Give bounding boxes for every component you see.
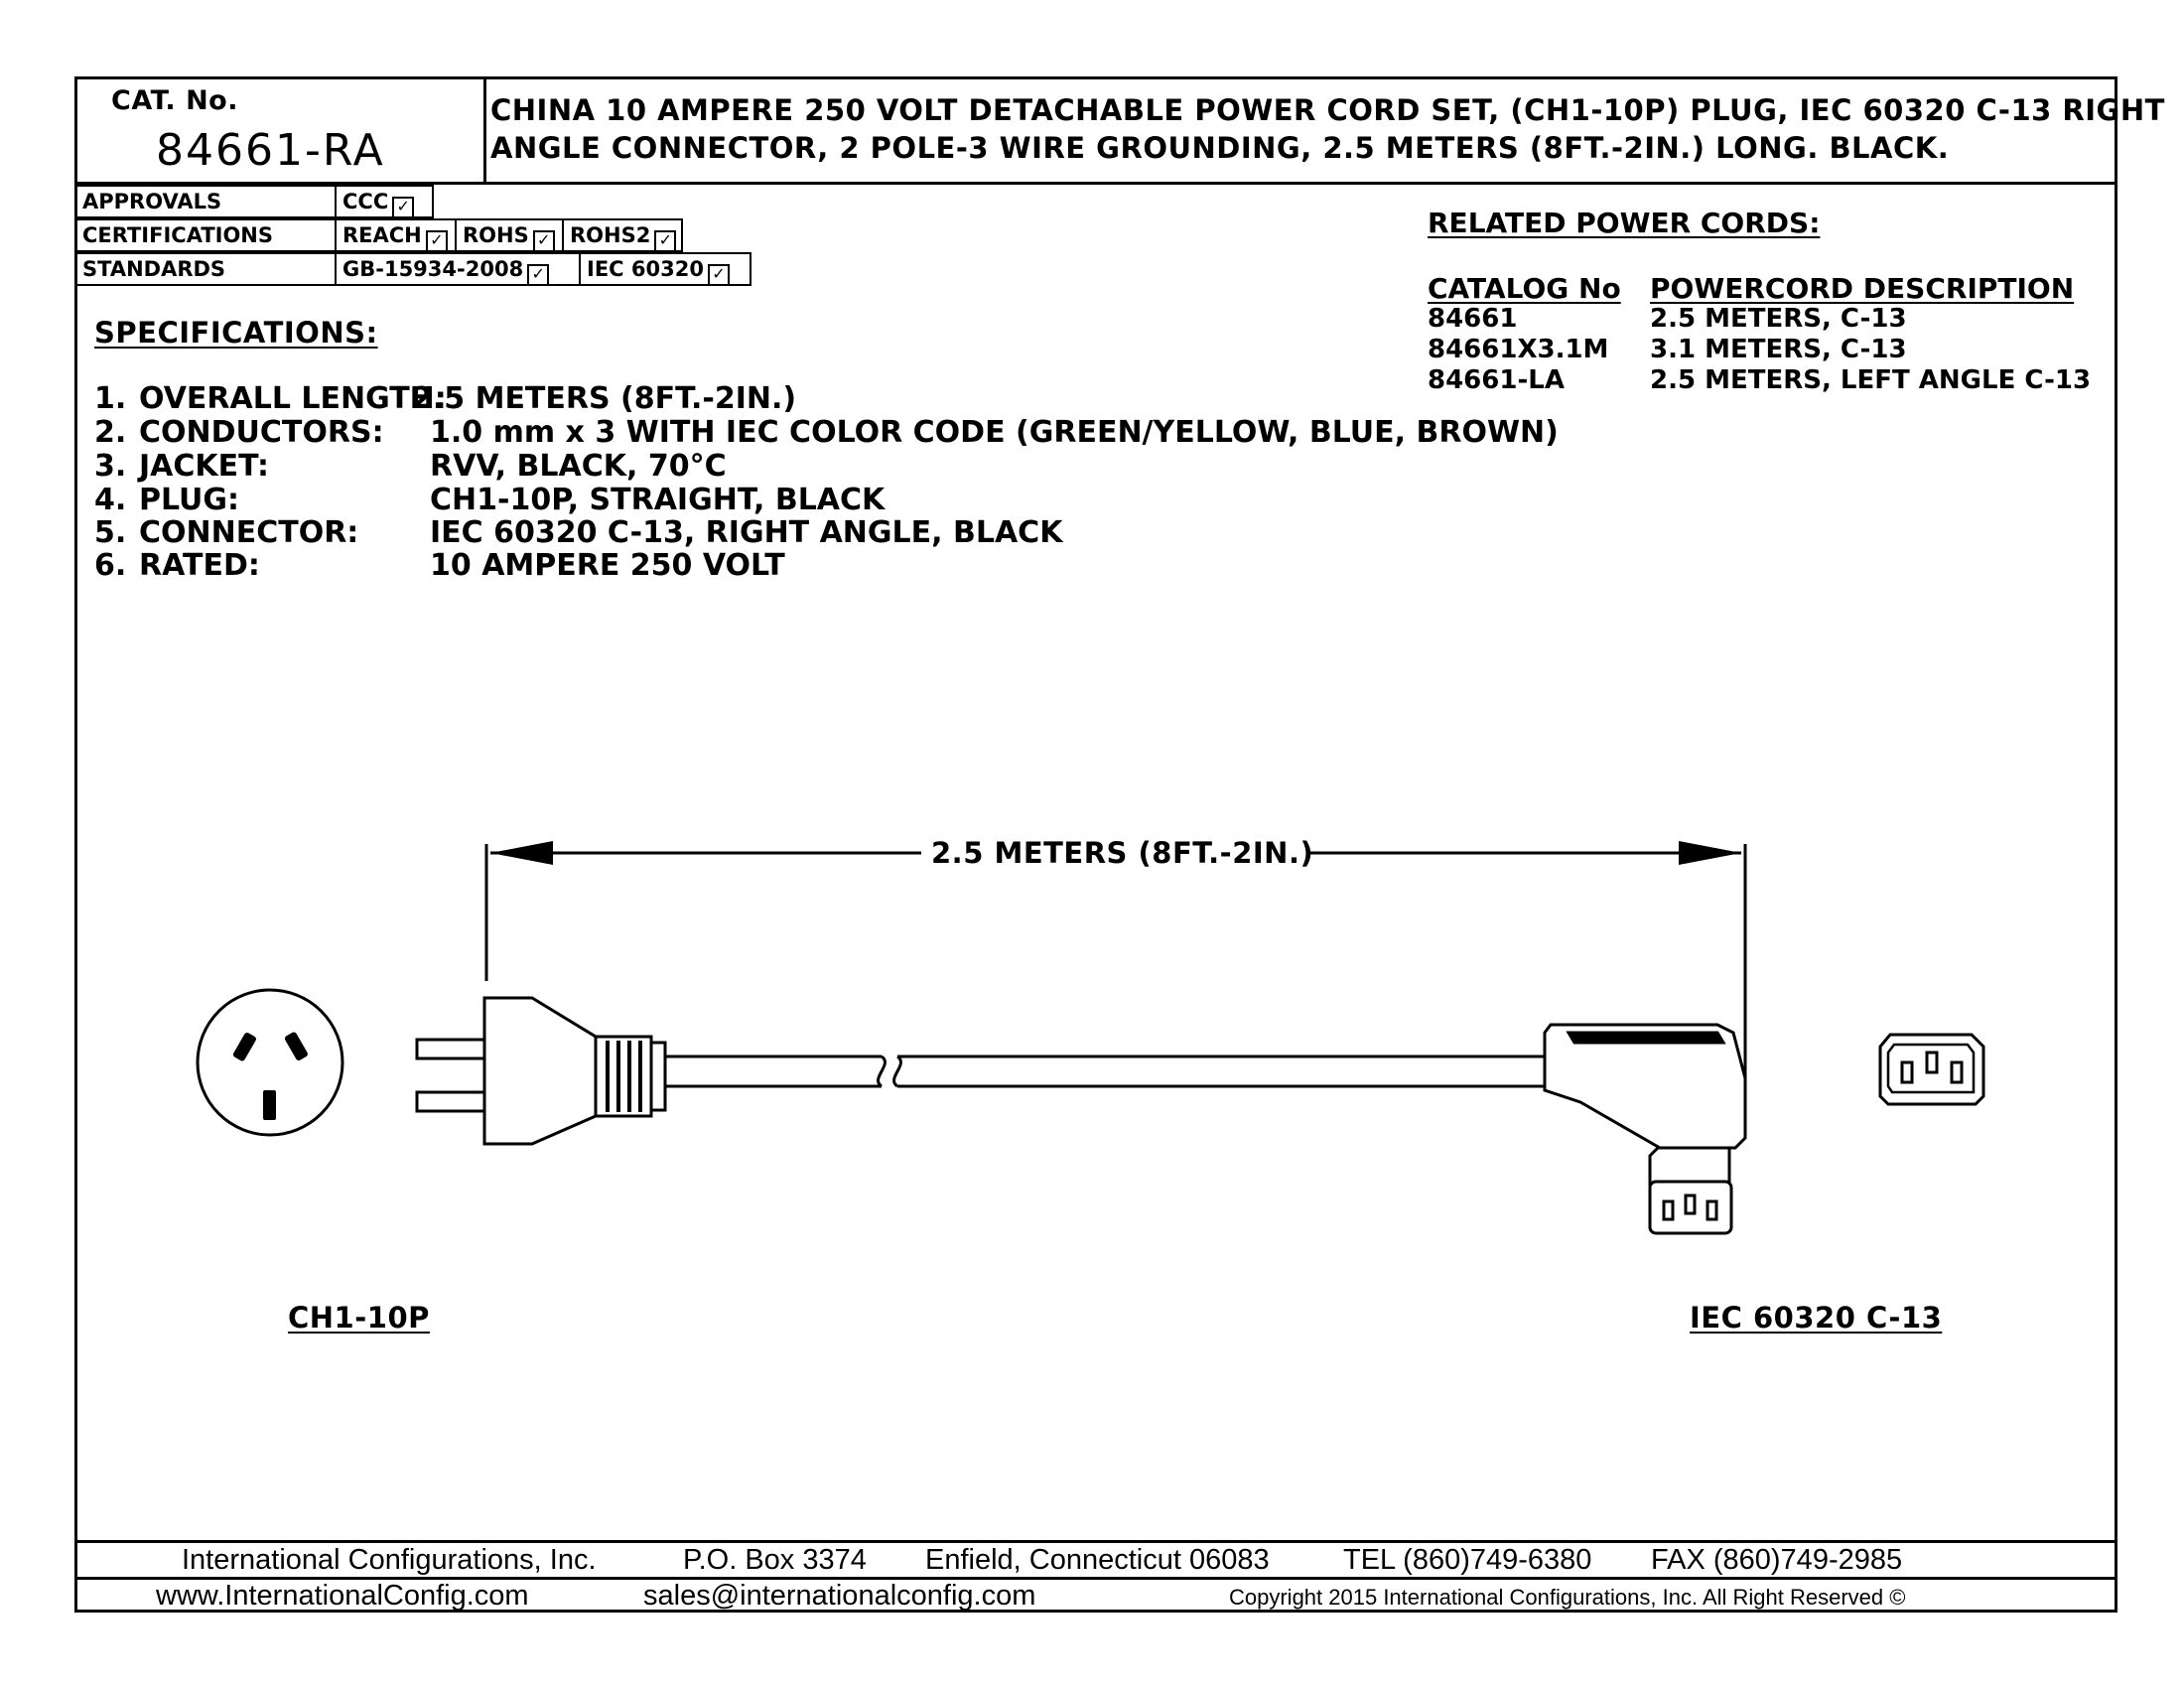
approvals-row: APPROVALS CCC✓ (74, 185, 769, 218)
checkbox-icon: ✓ (707, 264, 730, 286)
standards-row: STANDARDS GB-15934-2008✓ IEC 60320✓ (74, 252, 829, 286)
footer-fax: FAX (860)749-2985 (1651, 1544, 1903, 1576)
ch1-plug-icon (415, 996, 667, 1146)
related-col-catalog: CATALOG No (1428, 272, 1621, 305)
certifications-row: CERTIFICATIONS REACH✓ ROHS✓ ROHS2✓ (74, 218, 769, 252)
footer-city: Enfield, Connecticut 06083 (925, 1544, 1270, 1576)
footer-divider-2 (74, 1577, 2117, 1580)
footer-divider-1 (74, 1540, 2117, 1543)
cable (665, 1055, 1545, 1088)
footer-tel: TEL (860)749-6380 (1343, 1544, 1592, 1576)
related-row: 84661 (1428, 304, 1518, 334)
standards-label: STANDARDS (74, 252, 337, 286)
std-iec: IEC 60320✓ (579, 252, 751, 286)
specifications-heading: SPECIFICATIONS: (94, 316, 378, 350)
checkbox-icon: ✓ (527, 264, 550, 286)
related-row-desc: 2.5 METERS, LEFT ANGLE C-13 (1650, 365, 2092, 395)
approvals-label: APPROVALS (74, 185, 337, 218)
checkbox-icon: ✓ (425, 230, 448, 252)
checkbox-icon: ✓ (532, 230, 555, 252)
cat-number: 84661-RA (156, 125, 385, 176)
approval-ccc: CCC✓ (335, 185, 434, 218)
ch1-socket-face-icon (196, 988, 344, 1137)
cert-rohs2: ROHS2✓ (562, 218, 683, 252)
drawing-frame (74, 76, 2117, 1613)
std-gb: GB-15934-2008✓ (335, 252, 581, 286)
c13-face-icon (1878, 1033, 1985, 1106)
footer-email[interactable]: sales@internationalconfig.com (643, 1580, 1036, 1612)
related-col-description: POWERCORD DESCRIPTION (1650, 272, 2075, 305)
cat-column-divider (483, 76, 486, 184)
related-row: 84661-LA (1428, 365, 1565, 395)
plug-label: CH1-10P (288, 1301, 430, 1335)
dimension-line (484, 841, 1747, 1092)
footer-copyright: Copyright 2015 International Configurati… (1229, 1585, 1906, 1610)
description-line-1: CHINA 10 AMPERE 250 VOLT DETACHABLE POWE… (490, 93, 2165, 127)
footer-website[interactable]: www.InternationalConfig.com (156, 1580, 529, 1612)
related-row: 84661X3.1M (1428, 335, 1609, 364)
related-row-desc: 3.1 METERS, C-13 (1650, 335, 1907, 364)
footer-pobox: P.O. Box 3374 (683, 1544, 867, 1576)
related-heading: RELATED POWER CORDS: (1428, 207, 1821, 239)
checkbox-icon: ✓ (392, 197, 415, 218)
checkbox-icon: ✓ (654, 230, 677, 252)
dimension-label: 2.5 METERS (8FT.-2IN.) (931, 836, 1314, 870)
connector-label: IEC 60320 C-13 (1690, 1301, 1943, 1335)
cat-label: CAT. No. (111, 85, 238, 116)
c13-connector-icon (1543, 1023, 1747, 1235)
related-row-desc: 2.5 METERS, C-13 (1650, 304, 1907, 334)
title-block-divider (74, 182, 2117, 185)
footer-company: International Configurations, Inc. (182, 1544, 597, 1576)
description-line-2: ANGLE CONNECTOR, 2 POLE-3 WIRE GROUNDING… (490, 131, 1950, 165)
